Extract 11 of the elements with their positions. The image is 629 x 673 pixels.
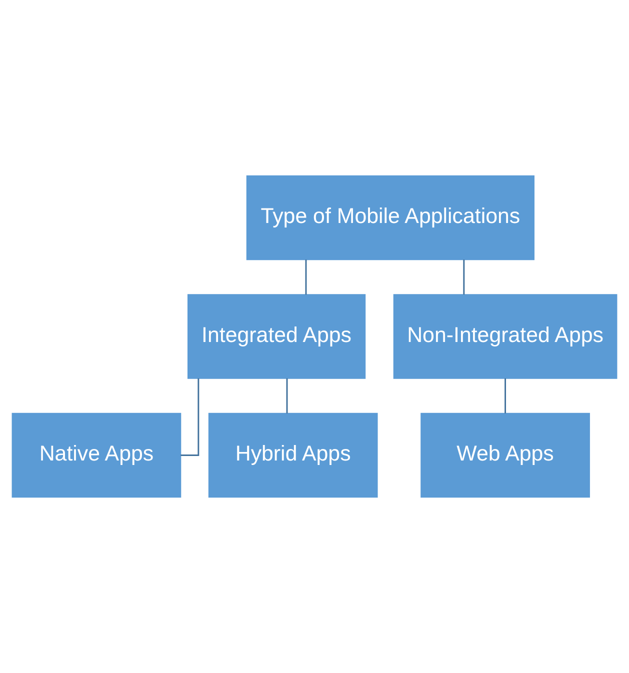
node-box: Web Apps (420, 412, 590, 498)
node-box: Hybrid Apps (208, 412, 378, 498)
connector (504, 378, 506, 414)
connector (286, 378, 288, 414)
connector (305, 260, 307, 295)
node-box: Non-Integrated Apps (393, 294, 618, 379)
node-box: Type of Mobile Applications (246, 175, 534, 260)
connector (463, 260, 465, 295)
connector (180, 378, 200, 456)
node-box: Native Apps (12, 412, 182, 498)
node-box: Integrated Apps (187, 294, 366, 379)
